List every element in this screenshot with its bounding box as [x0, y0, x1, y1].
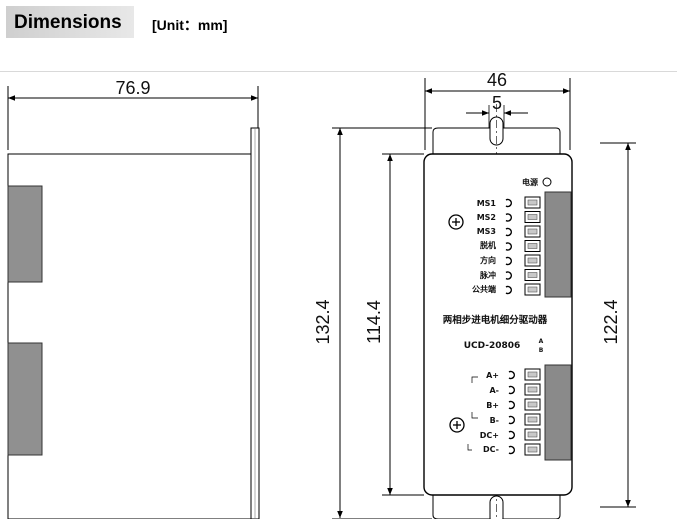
- connector-arrow-icon: [505, 242, 512, 251]
- terminal-label-ms2: MS2: [477, 213, 496, 222]
- terminal-label-pulse: 脉冲: [479, 270, 496, 280]
- terminal-screw-head: [527, 243, 538, 249]
- side-view: [7, 86, 260, 519]
- model-suffix-a: A: [539, 338, 544, 345]
- driver-model: UCD-20806: [464, 341, 521, 351]
- connector-arrow-icon: [505, 213, 512, 222]
- terminal-screw-head: [527, 257, 538, 264]
- terminal-label-dc-plus: DC+: [480, 431, 499, 440]
- connector-arrow-icon: [505, 227, 512, 237]
- separator-line: [0, 71, 677, 72]
- terminal-screw-head: [527, 446, 538, 453]
- terminal-screw-head: [527, 371, 538, 378]
- connector-arrow-icon: [505, 271, 512, 280]
- model-suffix-b: B: [539, 347, 544, 354]
- power-terminal-labels: A+ A- B+ B- DC+ DC-: [480, 371, 499, 454]
- power-terminal-strip: [544, 364, 572, 461]
- terminal-label-offline: 脱机: [480, 240, 496, 250]
- connector-arrow-icon: [505, 256, 512, 266]
- terminal-screw-head: [527, 386, 538, 393]
- dimension-side-depth: 76.9: [115, 78, 150, 98]
- page-title: Dimensions: [14, 12, 122, 33]
- terminal-label-a-minus: A-: [489, 386, 499, 395]
- terminal-screw-head: [527, 214, 538, 220]
- side-terminal-block-bottom: [7, 342, 43, 456]
- header-background: [6, 6, 134, 38]
- screw-icon: [449, 417, 465, 433]
- signal-terminal-labels: MS1 MS2 MS3 脱机 方向 脉冲 公共端: [472, 199, 496, 294]
- terminal-screw-head: [527, 286, 538, 293]
- dimension-overall-height: 132.4: [313, 299, 333, 344]
- dimension-mount-height: 122.4: [601, 299, 621, 344]
- signal-terminal-strip: [544, 191, 572, 298]
- terminal-screw-head: [527, 272, 538, 278]
- terminal-label-common: 公共端: [472, 284, 496, 294]
- vertical-dimensions: [332, 127, 636, 519]
- screw-icon: [448, 214, 464, 230]
- connector-arrow-icon: [508, 370, 515, 380]
- power-terminal-glyphs: [508, 368, 541, 456]
- unit-label: [Unit：mm]: [152, 17, 228, 33]
- side-terminal-block-top: [7, 185, 43, 283]
- power-label: 电源: [522, 177, 538, 187]
- terminal-label-ms1: MS1: [477, 199, 497, 208]
- terminal-label-b-minus: B-: [490, 416, 499, 425]
- terminal-screw-head: [527, 199, 538, 206]
- terminal-label-direction: 方向: [480, 255, 496, 265]
- terminal-screw-head: [527, 416, 538, 423]
- connector-arrow-icon: [505, 198, 512, 208]
- terminal-screw-head: [527, 431, 538, 438]
- power-led-icon: [542, 177, 552, 187]
- connector-arrow-icon: [508, 445, 515, 455]
- dimension-front-width: 46: [487, 70, 507, 90]
- driver-name: 两相步进电机细分驱动器: [443, 314, 548, 326]
- terminal-screw-head: [527, 228, 538, 235]
- terminal-screw-head: [527, 401, 538, 408]
- connector-arrow-icon: [508, 430, 515, 440]
- terminal-label-a-plus: A+: [486, 371, 499, 380]
- connector-arrow-icon: [508, 415, 515, 425]
- terminal-label-ms3: MS3: [477, 227, 496, 236]
- connector-arrow-icon: [508, 400, 515, 410]
- terminal-label-dc-minus: DC-: [483, 445, 499, 454]
- dimension-inner-height: 114.4: [364, 300, 384, 344]
- signal-terminal-glyphs: [505, 196, 541, 296]
- terminal-label-b-plus: B+: [486, 401, 499, 410]
- connector-arrow-icon: [505, 285, 512, 295]
- connector-arrow-icon: [508, 385, 515, 395]
- dimension-slot-width: 5: [492, 93, 502, 113]
